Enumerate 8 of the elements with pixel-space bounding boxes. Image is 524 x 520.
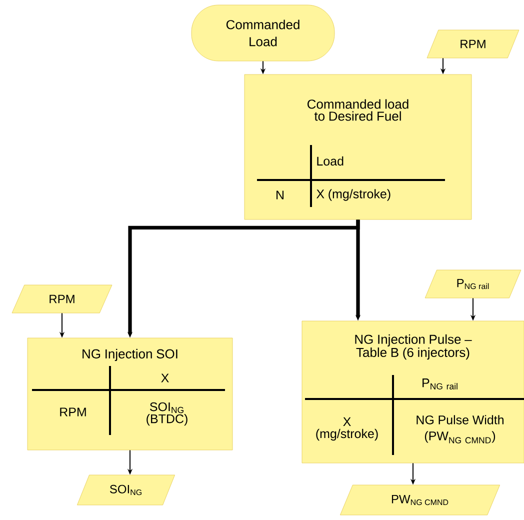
input-parallelogram: RPM <box>12 284 112 314</box>
lookup-table-box: NG Injection Pulse – Table B (6 injectors) $\text{P}_{\text{NG rail}}$ X (mg/stroke) $\begin{array}{c}\text{NG Pulse Width}\\ \text{(PW}_{\text{NG CMND}}\text{)}\end{array}$ <box>302 320 524 464</box>
input-parallelogram: $\text{PW}_{\text{NG CMND}}$ <box>340 484 500 516</box>
input-parallelogram: RPM <box>426 30 520 58</box>
input-parallelogram: $\text{P}_{\text{NG rail}}$ <box>424 270 522 298</box>
lookup-table-box: Commanded load to Desired Fuel Load N X (mg/stroke) <box>244 74 472 220</box>
input-parallelogram: SOI$_{NG}$ <box>77 474 175 506</box>
lookup-table-box: NG Injection SOI X RPM SOI$_{NG}$ (BTDC) <box>27 338 233 450</box>
